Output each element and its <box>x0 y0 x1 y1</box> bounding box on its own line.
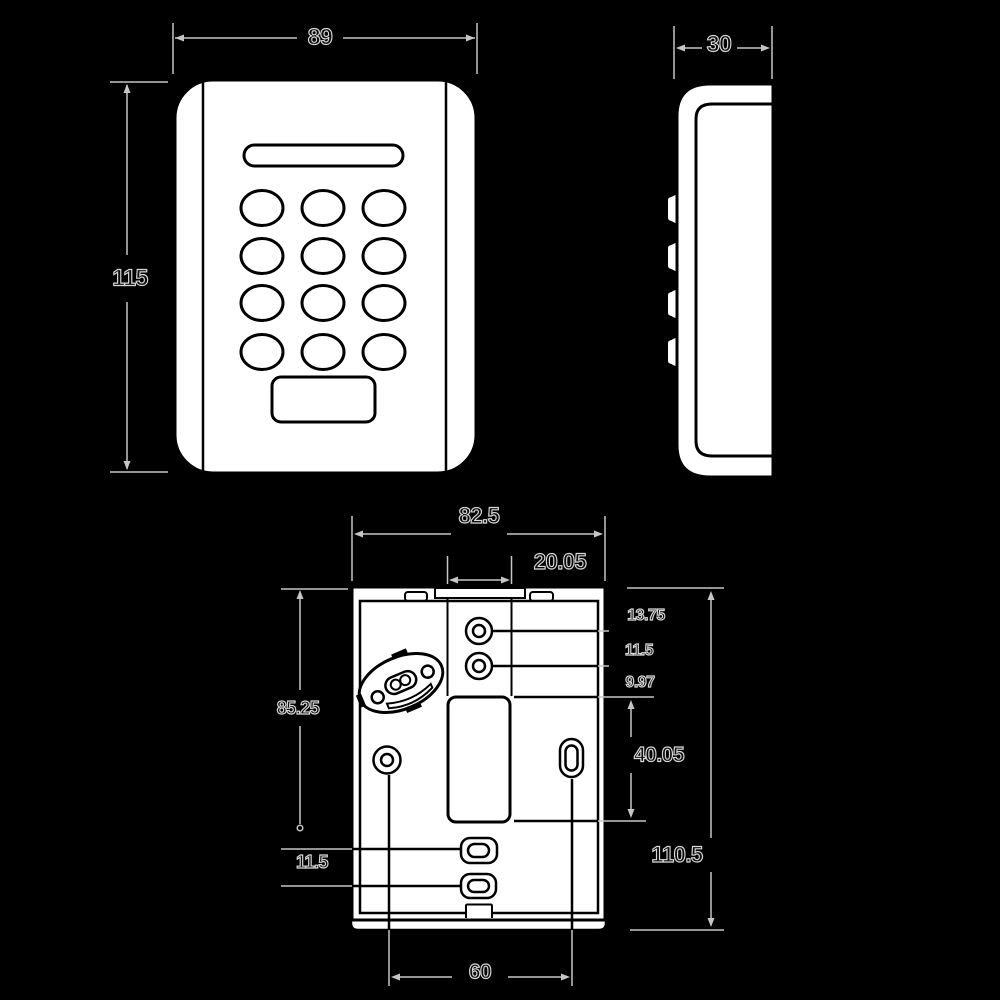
back-top-strip <box>434 587 526 599</box>
dim-label-top-slot-width: 20.05 <box>533 549 587 574</box>
tamper-tab-top <box>391 648 408 660</box>
arrowhead <box>594 530 603 538</box>
cable-channel-lines <box>446 598 513 696</box>
tamper-bracket <box>355 648 445 714</box>
tamper-curved-slot <box>385 682 434 710</box>
mounting-holes <box>372 616 494 775</box>
side-button-bump <box>666 239 678 275</box>
bottom-slot2-inner <box>466 878 491 894</box>
bottom-notch-fill <box>466 905 492 918</box>
side-view <box>666 82 775 479</box>
reader-window <box>270 375 377 424</box>
dim-front-height <box>110 81 168 473</box>
keypad-button <box>300 237 346 275</box>
bottom-slot1-inner <box>466 842 491 859</box>
keypad-button <box>239 333 285 371</box>
keypad-button <box>300 284 346 322</box>
keypad-button <box>239 284 285 322</box>
dim-opening-height <box>627 700 635 818</box>
side-button-bump <box>666 191 678 227</box>
dim-right-leaders <box>598 630 654 822</box>
keypad-button <box>300 189 346 227</box>
mounting-hole-left-inner <box>379 752 395 768</box>
arrowhead <box>391 973 400 981</box>
front-body <box>173 78 478 475</box>
tamper-hole-right <box>420 664 435 679</box>
dim-label-front-width: 89 <box>307 23 333 50</box>
dim-label-left-span: 85.25 <box>276 698 320 718</box>
keypad-button <box>239 237 285 275</box>
dim-label-back-width: 82.5 <box>458 503 500 528</box>
arrowhead <box>466 34 475 42</box>
dimensions <box>110 23 773 986</box>
tamper-pill-circle <box>399 674 412 687</box>
dim-back-width <box>351 516 606 581</box>
arrowhead <box>676 44 685 52</box>
front-face-edge-lines <box>201 82 448 471</box>
arrowhead <box>123 84 131 93</box>
arrowhead <box>175 34 184 42</box>
display-slot <box>242 143 405 168</box>
arrowhead <box>761 44 770 52</box>
dim-bottom-hole-span <box>388 930 573 986</box>
dim-label-side-depth: 30 <box>706 30 732 57</box>
dim-label-front-height: 115 <box>112 264 149 291</box>
dim-bottom-slot-spacing <box>281 848 352 887</box>
side-body <box>675 82 775 479</box>
keypad-button <box>361 237 407 275</box>
dim-label-opening-height: 40.05 <box>633 743 685 767</box>
keypad-button <box>361 284 407 322</box>
arrowhead <box>501 576 510 584</box>
arrowhead <box>627 809 635 818</box>
arrowhead <box>707 918 715 927</box>
mounting-hole-mid-inner <box>471 658 487 674</box>
dim-end-dot <box>296 824 304 832</box>
side-button-bumps <box>666 191 678 370</box>
dim-label-back-total-height: 110.5 <box>651 842 704 867</box>
dim-label-hole-spacing: 11.5 <box>624 642 654 659</box>
keypad-buttons <box>239 189 407 371</box>
arrowhead <box>627 700 635 709</box>
back-view <box>349 585 608 932</box>
arrowhead <box>449 576 458 584</box>
side-button-bump <box>666 334 678 370</box>
arrowhead <box>123 461 131 470</box>
dim-label-hole-to-opening: 9.97 <box>625 674 656 691</box>
front-view <box>173 78 478 475</box>
tamper-tab-left <box>355 693 366 708</box>
keypad-button <box>239 189 285 227</box>
dim-back-total-height <box>627 587 724 931</box>
tamper-hole-left <box>370 689 385 705</box>
keypad-button <box>300 333 346 371</box>
arrowhead <box>296 590 304 599</box>
side-inner-line <box>694 102 773 458</box>
tamper-tab-bottom <box>405 701 422 713</box>
cable-opening <box>446 695 512 824</box>
bottom-notch <box>465 903 493 918</box>
keypad-button <box>361 189 407 227</box>
dim-side-depth <box>673 26 773 79</box>
mounting-hole-top-inner <box>471 623 487 639</box>
dim-label-hole1-offset: 13.75 <box>627 607 666 624</box>
dim-front-width <box>172 23 478 74</box>
dim-left-span <box>281 588 348 832</box>
arrowhead <box>707 591 715 600</box>
back-top-tab-left <box>404 591 428 602</box>
dim-top-slot <box>446 556 513 584</box>
arrowhead <box>354 530 363 538</box>
back-top-tab-right <box>529 591 554 602</box>
back-leader-lines <box>353 629 599 929</box>
keypad-button <box>361 333 407 371</box>
dim-label-bottom-hole-span: 60 <box>468 960 492 984</box>
vertical-slot-inner <box>564 744 579 772</box>
side-button-bump <box>666 286 678 322</box>
arrowhead <box>561 973 570 981</box>
dim-label-bottom-slot-spacing: 11.5 <box>295 852 329 872</box>
